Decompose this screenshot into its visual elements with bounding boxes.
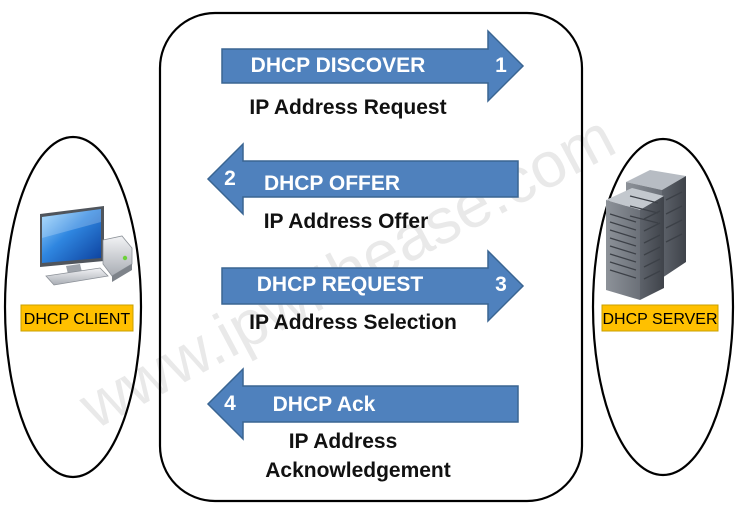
step-4-title: DHCP Ack xyxy=(273,393,376,416)
step-1-description: IP Address Request xyxy=(249,96,446,119)
step-3-title: DHCP REQUEST xyxy=(257,273,424,296)
step-3-description: IP Address Selection xyxy=(249,311,457,334)
step-2-number: 2 xyxy=(224,167,236,190)
step-4-number: 4 xyxy=(224,392,236,415)
client-ellipse xyxy=(3,135,143,479)
step-2-description: IP Address Offer xyxy=(264,210,429,233)
step-3-number: 3 xyxy=(495,273,507,296)
server-rack-icon xyxy=(606,170,686,300)
client-computer-icon xyxy=(40,206,133,286)
server-label: DHCP SERVER xyxy=(603,311,718,328)
arrow-offer xyxy=(206,142,519,216)
server-label-box xyxy=(601,304,719,332)
client-label-box xyxy=(20,304,134,332)
step-4-description-line-1: IP Address xyxy=(289,430,398,453)
step-4-description-line-2: Acknowledgement xyxy=(265,459,451,482)
arrow-ack xyxy=(206,367,519,441)
message-exchange-box xyxy=(158,11,584,503)
server-ellipse xyxy=(591,137,735,477)
step-2-title: DHCP OFFER xyxy=(264,172,400,195)
arrow-request xyxy=(221,249,525,323)
step-1-title: DHCP DISCOVER xyxy=(251,54,426,77)
client-label: DHCP CLIENT xyxy=(24,311,131,328)
arrow-discover xyxy=(221,29,525,103)
step-1-number: 1 xyxy=(495,54,507,77)
